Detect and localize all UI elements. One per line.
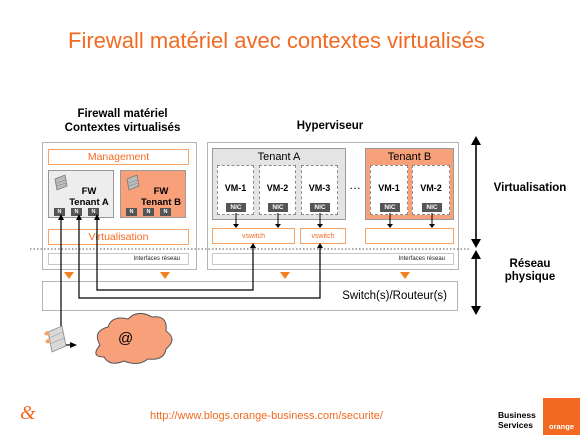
vm-label: VM-1 [224,183,247,193]
fw-interfaces-bar: Interfaces réseau [48,253,189,265]
firewall-box [42,142,197,270]
internet-cloud-icon [95,313,173,365]
tenant-b-label: Tenant B [387,151,432,163]
firewall-icon [125,174,141,197]
orange-markers [64,272,410,279]
physical-switch-box: Switch(s)/Routeur(s) [42,281,458,311]
side-label-virtualisation: Virtualisation [493,182,567,194]
nic-port: N [88,208,99,216]
side-label-reseau-line2: physique [504,271,556,283]
fw-tenant-b-nics: N N N [126,208,171,216]
fw-virtualisation-bar: Virtualisation [48,229,189,245]
fw-tenant-a-line2: Tenant A [69,197,109,208]
brand-line2: Services [498,420,533,430]
slide-title: Firewall matériel avec contextes virtual… [68,28,485,53]
nic-chip: NIC [380,203,400,212]
hypervisor-interfaces-bar: Interfaces réseau [212,253,454,265]
hypervisor-box [207,142,459,270]
nic-port: N [71,208,82,216]
internet-label: @ [118,330,134,347]
vm-label: VM-2 [420,183,442,193]
nic-port: N [143,208,154,216]
reseau-arrow [471,250,481,315]
firewall-header-line1: Firewall matériel [77,108,168,120]
nic-chip: NIC [226,203,246,212]
nic-chip: NIC [422,203,442,212]
nic-vswitch-links [235,213,433,227]
side-label-reseau-line1: Réseau [509,258,551,270]
vm-label: VM-1 [378,183,400,193]
nic-port: N [126,208,137,216]
firewall-icon [53,174,69,197]
fw-tenant-a-line1: FW [81,186,97,197]
brand-line1: Business [498,410,536,420]
nic-chip: NIC [268,203,288,212]
nic-chip: NIC [310,203,330,212]
fw-tenant-a-nics: N N N [54,208,99,216]
firewall-icon [44,325,67,353]
vswitch-a2: vswitch [300,228,346,244]
firewall-header: Firewall matériel Contextes virtualisés [40,107,205,135]
management-bar: Management [48,149,189,165]
ampersand-mark: & [20,402,36,424]
vswitch-b [365,228,454,244]
orange-logo: orange [543,398,580,435]
fw-tenant-b-line1: FW [153,186,169,197]
fw-tenant-a-label: FW Tenant A [66,186,112,208]
business-services-label: Business Services [498,410,536,430]
vm-label: VM-2 [266,183,289,193]
virtualisation-arrow [471,136,481,248]
firewall-header-line2: Contextes virtualisés [64,122,181,134]
tenant-a-label: Tenant A [257,151,301,163]
vswitch-a1: vswitch [212,228,295,244]
fw-tenant-b-line2: Tenant B [141,197,181,208]
footer-url[interactable]: http://www.blogs.orange-business.com/sec… [150,410,383,422]
nic-port: N [54,208,65,216]
ellipsis: … [349,178,361,192]
side-label-reseau: Réseau physique [490,258,570,284]
nic-port: N [160,208,171,216]
hypervisor-header: Hyperviseur [296,120,364,132]
fw-uplinks [60,216,321,346]
fw-tenant-b-label: FW Tenant B [138,186,184,208]
vm-label: VM-3 [308,183,331,193]
